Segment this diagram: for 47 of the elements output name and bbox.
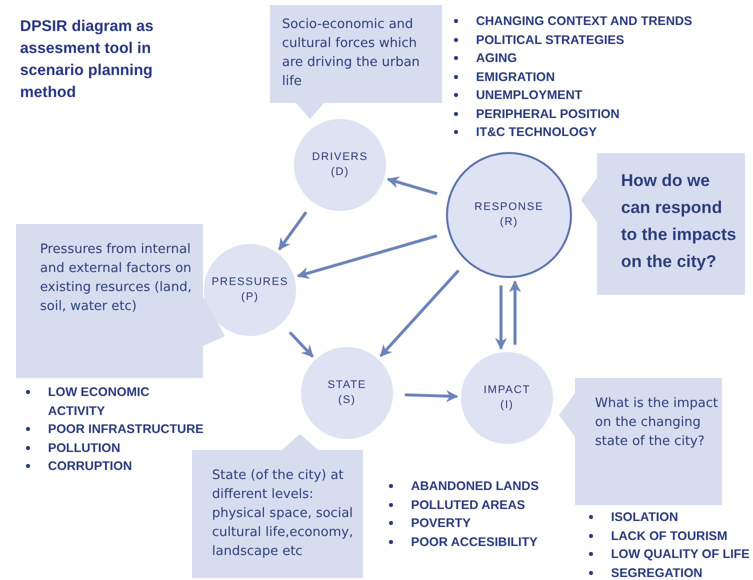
bullet-item: POOR INFRASTRUCTURE — [48, 422, 204, 436]
node-label: IMPACT — [484, 383, 530, 398]
callout-text: What is the impact on the changing state of the city? — [595, 395, 720, 451]
diagram-title: DPSIR diagram as assesment tool in scenario planning method — [20, 17, 155, 103]
node-label: (D) — [330, 165, 350, 180]
node-label: (S) — [338, 393, 356, 408]
speech-bubble — [270, 5, 442, 119]
speech-bubble — [192, 434, 363, 578]
bullet-item: EMIGRATION — [476, 70, 555, 84]
bullet-item: SEGREGATION — [611, 566, 702, 580]
node-label: (I) — [500, 398, 514, 413]
node-label: PRESSURES — [212, 275, 288, 290]
bullet-item: CORRUPTION — [48, 459, 132, 473]
arrow — [509, 280, 521, 345]
bullet-item: POLITICAL STRATEGIES — [476, 32, 624, 46]
bullet-item: POLLUTED AREAS — [411, 498, 526, 512]
bullet-item: LOW QUALITY OF LIFE — [611, 547, 750, 561]
bullet-item: AGING — [476, 51, 517, 65]
arrow — [296, 234, 438, 279]
node-label: DRIVERS — [312, 150, 368, 165]
callout-text: Pressures from internal and external factors on existing resurces (land, soil, water etc) — [40, 241, 193, 316]
bullet-item: ABANDONED LANDS — [411, 479, 539, 493]
node-label: STATE — [328, 378, 366, 393]
bullet-item: POLLUTION — [48, 440, 120, 454]
bullet-item: ISOLATION — [611, 510, 678, 524]
arrow — [288, 331, 314, 358]
arrow — [386, 176, 438, 196]
bullet-item: IT&C TECHNOLOGY — [476, 125, 597, 139]
bullet-item: LACK OF TOURISM — [611, 528, 728, 542]
speech-bubble — [581, 153, 745, 295]
node-label: RESPONSE — [474, 200, 544, 215]
bullet-item: POVERTY — [411, 516, 471, 530]
callout-text: How do we can respond to the impacts on the city? — [621, 170, 738, 273]
bullet-item: UNEMPLOYMENT — [476, 88, 582, 102]
arrow — [404, 390, 458, 402]
node-label: (P) — [241, 290, 259, 305]
arrow — [495, 286, 507, 350]
arrow — [380, 269, 460, 358]
bullet-item: CHANGING CONTEXT AND TRENDS — [476, 14, 692, 28]
node-label: (R) — [500, 215, 518, 230]
callout-text: State (of the city) at different levels: physical space, social cultural life,economy, landscape etc — [212, 467, 354, 561]
callout-text: Socio-economic and cultural forces which are driving the urban life — [282, 16, 421, 91]
bullet-item: LOW ECONOMIC ACTIVITY — [48, 385, 150, 418]
speech-bubble — [559, 378, 722, 505]
bullet-item: PERIPHERAL POSITION — [476, 106, 620, 120]
arrow — [278, 211, 308, 250]
bullet-item: POOR ACCESIBILITY — [411, 534, 538, 548]
